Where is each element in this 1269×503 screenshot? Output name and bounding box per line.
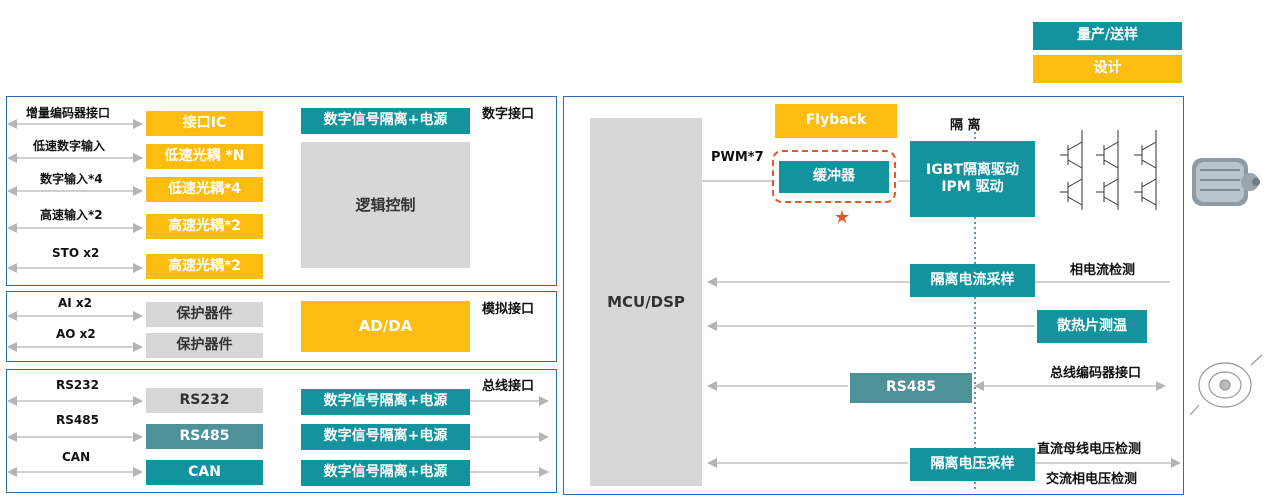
- chip-optocoupler: 高速光耦*2: [146, 254, 263, 279]
- rs485-encoder-chip: RS485: [850, 373, 972, 403]
- analog-interface-title: 模拟接口: [482, 302, 535, 317]
- motor-icon: [1192, 158, 1260, 206]
- dc-bus-label: 直流母线电压检测: [1037, 442, 1142, 457]
- chip-interface-ic: 接口IC: [146, 111, 263, 136]
- buffer: 缓冲器: [779, 161, 889, 193]
- flyback: Flyback: [775, 104, 897, 138]
- star-icon: ★: [834, 207, 851, 228]
- chip-optocoupler: 高速光耦*2: [146, 214, 263, 239]
- legend-design: 设计: [1033, 55, 1182, 83]
- ad-da: AD/DA: [301, 301, 470, 352]
- isolation-label: 隔 离: [950, 118, 981, 133]
- bus-isolator: 数字信号隔离+电源: [301, 424, 470, 450]
- signal-label: 低速数字输入: [33, 139, 106, 153]
- signal-label: CAN: [62, 450, 91, 464]
- bus-isolator: 数字信号隔离+电源: [301, 389, 470, 415]
- signal-label: AO x2: [56, 327, 96, 341]
- bus-interface-title: 总线接口: [482, 379, 535, 394]
- voltage-sampling: 隔离电压采样: [910, 448, 1035, 481]
- digital-interface-panel: [6, 96, 557, 286]
- signal-label: AI x2: [58, 296, 93, 310]
- chip-optocoupler: 低速光耦 *N: [146, 144, 263, 169]
- analog-interface-panel: [6, 291, 557, 362]
- signal-label: STO x2: [52, 246, 100, 260]
- heatsink-temp: 散热片测温: [1037, 310, 1147, 343]
- mcu-dsp: MCU/DSP: [590, 118, 702, 486]
- chip-optocoupler: 低速光耦*4: [146, 177, 263, 202]
- ac-phase-label: 交流相电压检测: [1046, 472, 1138, 487]
- bus-isolator: 数字信号隔离+电源: [301, 460, 470, 486]
- digital-interface-title: 数字接口: [482, 107, 535, 122]
- igbt-bridge-icon: [1060, 130, 1157, 210]
- digital-isolator: 数字信号隔离+电源: [301, 108, 470, 134]
- signal-label: RS485: [56, 413, 99, 427]
- power-section-panel: [563, 96, 1184, 495]
- signal-label: 数字输入*4: [40, 172, 103, 186]
- buffer-highlight: [772, 150, 896, 203]
- chip-rs485: RS485: [146, 424, 263, 449]
- chip-protection: 保护器件: [146, 302, 263, 327]
- legend-production: 量产/送样: [1033, 22, 1182, 50]
- igbt-driver: IGBT隔离驱动 IPM 驱动: [910, 141, 1035, 217]
- signal-label: RS232: [56, 378, 99, 392]
- bus-interface-panel: [6, 369, 557, 493]
- signal-label: 增量编码器接口: [26, 106, 111, 120]
- encoder-icon: [1189, 354, 1263, 416]
- signal-label: 高速输入*2: [40, 208, 103, 222]
- chip-rs232: RS232: [146, 388, 263, 413]
- phase-current-label: 相电流检测: [1070, 263, 1136, 278]
- logic-control: 逻辑控制: [301, 142, 470, 268]
- current-sampling: 隔离电流采样: [910, 264, 1035, 297]
- bus-encoder-label: 总线编码器接口: [1050, 366, 1142, 381]
- pwm-label: PWM*7: [711, 150, 764, 165]
- chip-protection: 保护器件: [146, 333, 263, 358]
- chip-can: CAN: [146, 460, 263, 485]
